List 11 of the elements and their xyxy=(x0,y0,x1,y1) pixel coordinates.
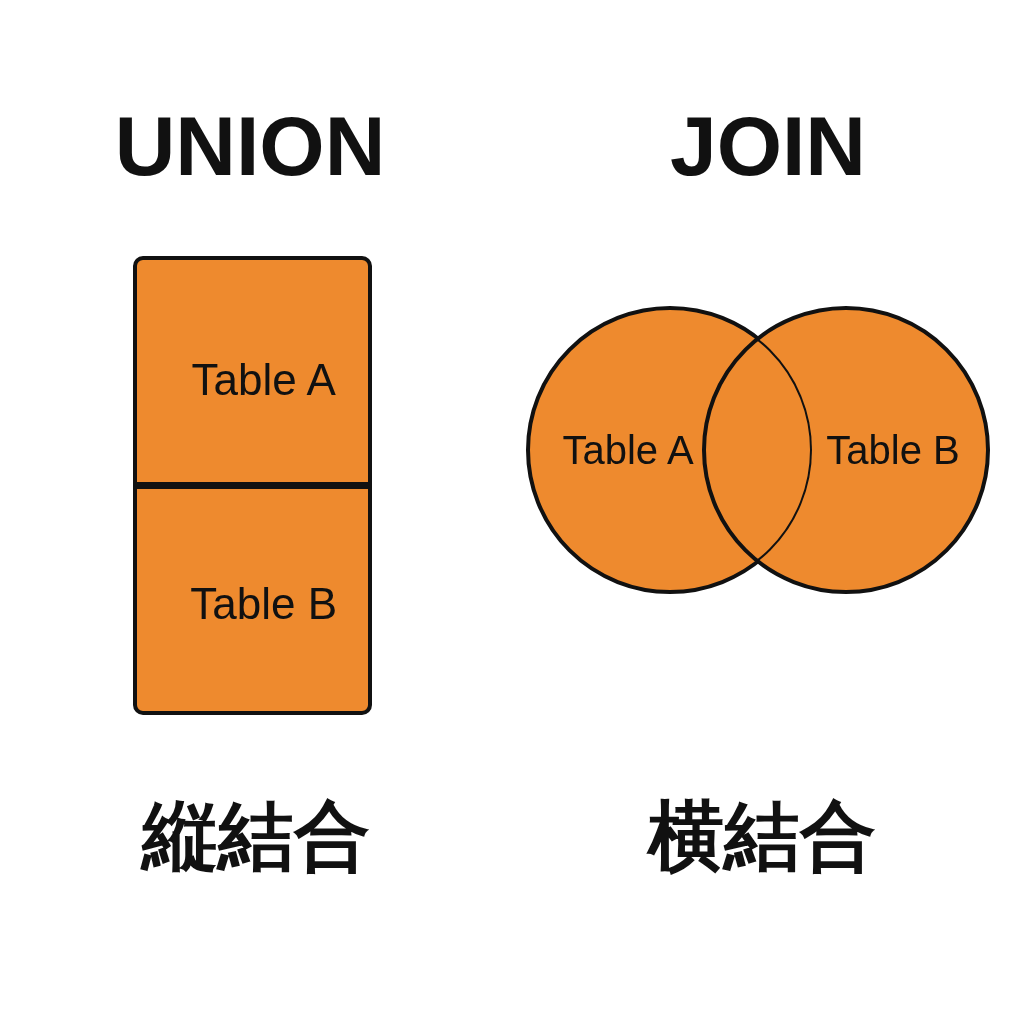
table-block xyxy=(133,256,372,486)
heading: UNION xyxy=(113,97,387,195)
table-block xyxy=(133,485,372,715)
heading: JOIN xyxy=(668,97,868,195)
caption-text: 横結合 xyxy=(645,790,877,883)
venn-circle xyxy=(702,306,990,594)
table-name: Table B xyxy=(826,427,960,473)
caption-text: 縦結合 xyxy=(139,790,371,883)
table-name: Table A xyxy=(191,354,336,405)
table-name: Table B xyxy=(190,579,338,629)
table-name: Table A xyxy=(562,427,694,473)
